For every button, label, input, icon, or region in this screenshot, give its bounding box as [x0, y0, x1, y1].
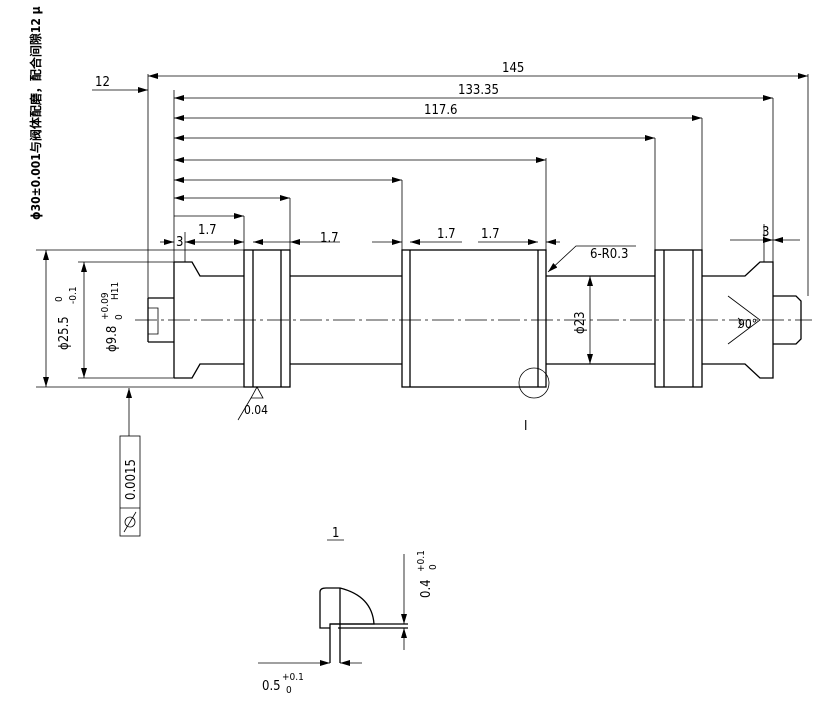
dim-groove-3: 1.7 [437, 227, 456, 242]
flatness-triangle [250, 386, 264, 399]
dimension-chains [92, 73, 809, 298]
dim-step-right: 3 [762, 225, 769, 240]
groove-dimensions [160, 224, 800, 262]
fillet-note: 6-R0.3 [590, 247, 628, 262]
detail-width-upper: +0.1 [282, 672, 304, 683]
tolerance-frame: 0.0015 [119, 388, 141, 537]
dim-outer-diameter: ϕ25.5 [57, 316, 72, 350]
dim-bore-diameter: ϕ9.8 [105, 326, 120, 352]
dim-bore-fit: H11 [110, 282, 121, 300]
detail-callout-label: I [524, 419, 527, 434]
fillet-leader [547, 245, 636, 273]
dim-133-35: 133.35 [458, 83, 499, 98]
detail-depth-lower: 0 [428, 564, 439, 570]
dim-outer-upper: 0 [54, 296, 65, 302]
detail-view-label: 1 [332, 526, 339, 541]
dim-outer-lower: -0.1 [68, 286, 79, 304]
detail-callout-circle [518, 367, 550, 399]
dim-117-6: 117.6 [424, 103, 457, 118]
dim-groove-1: 1.7 [198, 223, 217, 238]
detail-depth-base: 0.4 [419, 579, 434, 598]
dim-groove-2: 1.7 [320, 231, 339, 246]
dim-journal-diameter: ϕ23 [573, 311, 588, 334]
dim-bore-upper: +0.09 [100, 292, 111, 320]
detail-depth-upper: +0.1 [416, 550, 427, 572]
dim-12: 12 [95, 75, 110, 90]
shaft-outline [147, 249, 802, 388]
detail-width-lower: 0 [286, 685, 292, 696]
tolerance-value: 0.0015 [124, 459, 139, 500]
dim-center-angle: 90° [738, 317, 757, 331]
cylindricity-icon [123, 511, 137, 533]
flatness-leader [237, 397, 252, 421]
dim-groove-4: 1.7 [481, 227, 500, 242]
flatness-value: 0.04 [244, 403, 268, 417]
dim-bore-lower: 0 [114, 314, 125, 320]
diameter-dimensions [36, 249, 593, 388]
dim-step-left: 3 [176, 235, 183, 250]
left-bore [148, 307, 159, 335]
side-note: ϕ30±0.001与阀体配磨，配合间隙12 μ [28, 6, 43, 220]
detail-width-base: 0.5 [262, 679, 281, 694]
detail-view [258, 554, 408, 666]
dim-145: 145 [502, 61, 524, 76]
